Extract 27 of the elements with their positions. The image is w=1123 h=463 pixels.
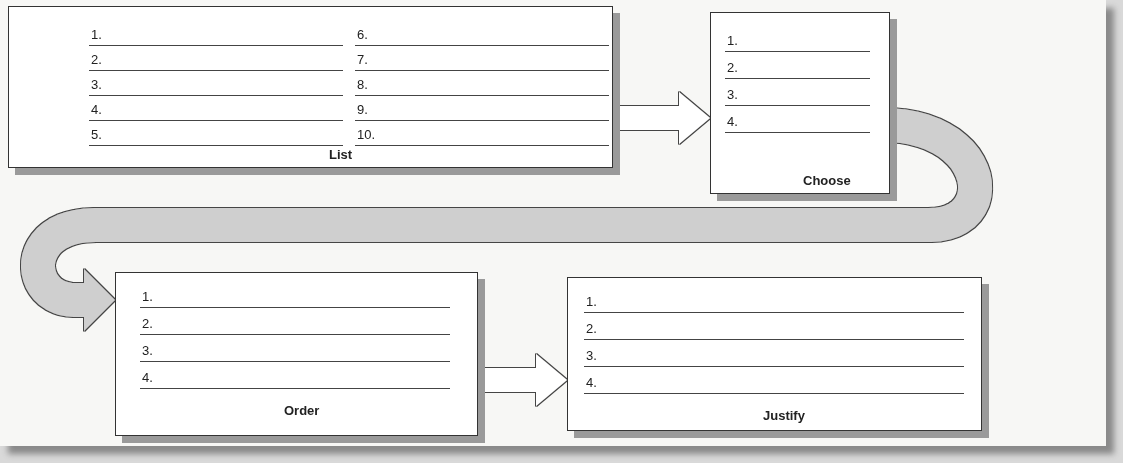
numbered-line: 8.: [355, 77, 609, 96]
numbered-line: 2.: [89, 52, 343, 71]
numbered-line: 4.: [584, 375, 964, 394]
numbered-line: 1.: [725, 33, 870, 52]
block-arrow: [21, 108, 993, 331]
numbered-line: 4.: [725, 114, 870, 133]
box-title: List: [329, 147, 353, 162]
numbered-line: 4.: [89, 102, 343, 121]
numbered-line: 2.: [140, 316, 450, 335]
numbered-line: 3.: [89, 77, 343, 96]
numbered-line: 1.: [140, 289, 450, 308]
numbered-line: 3.: [584, 348, 964, 367]
numbered-line: 5.: [89, 127, 343, 146]
box-title: Justify: [763, 408, 805, 423]
box-title: Order: [284, 403, 320, 418]
box-title: Choose: [803, 173, 851, 188]
numbered-line: 6.: [355, 27, 609, 46]
numbered-line: 3.: [140, 343, 450, 362]
numbered-line: 3.: [725, 87, 870, 106]
numbered-line: 2.: [584, 321, 964, 340]
numbered-line: 4.: [140, 370, 450, 389]
numbered-line: 10.: [355, 127, 609, 146]
numbered-line: 2.: [725, 60, 870, 79]
numbered-line: 9.: [355, 102, 609, 121]
numbered-line: 1.: [89, 27, 343, 46]
numbered-line: 7.: [355, 52, 609, 71]
numbered-line: 1.: [584, 294, 964, 313]
